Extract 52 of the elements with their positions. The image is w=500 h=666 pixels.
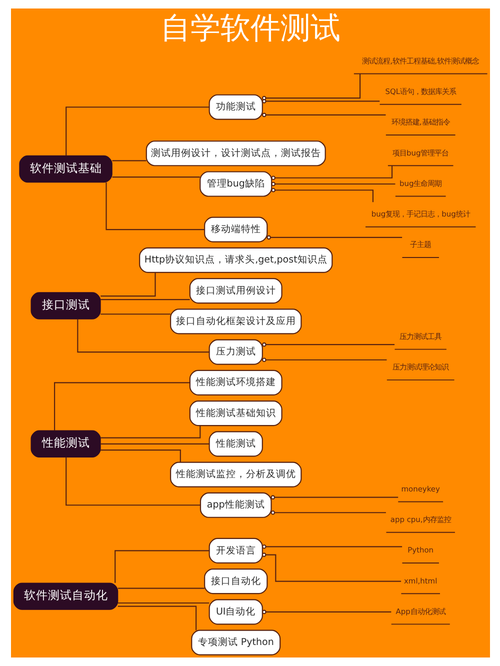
node-box: 接口测试用例设计 xyxy=(188,278,282,304)
node-box: 性能测试 xyxy=(208,431,262,457)
connector xyxy=(262,544,402,549)
connector xyxy=(270,182,395,186)
connector xyxy=(270,188,374,202)
node-box: 接口自动化框架设计及应用 xyxy=(170,308,302,334)
connector xyxy=(117,588,204,589)
connector xyxy=(262,99,380,104)
node-box: 软件测试基础 xyxy=(18,155,112,183)
connector xyxy=(270,495,398,500)
node-box: 功能测试 xyxy=(208,94,262,120)
connector xyxy=(266,235,402,240)
node-box: 性能测试环境搭建 xyxy=(188,370,282,396)
node-box: 移动端特性 xyxy=(204,216,268,242)
connector xyxy=(100,426,200,438)
connector xyxy=(117,602,209,604)
connector xyxy=(112,160,146,162)
connector xyxy=(100,272,156,297)
connector xyxy=(262,112,386,118)
connector xyxy=(100,449,180,462)
connector xyxy=(262,342,394,347)
node-box: 接口自动化 xyxy=(204,568,268,594)
node-box: Http协议知识点，请求头,get,post知识点 xyxy=(138,247,332,273)
node-box: UI自动化 xyxy=(208,599,262,625)
connector xyxy=(65,106,209,156)
connector xyxy=(54,382,190,431)
node-box: 开发语言 xyxy=(208,538,262,564)
node-box: 测试用例设计，设计测试点，测试报告 xyxy=(145,140,326,166)
diagram-title: 自学软件测试 xyxy=(160,10,340,46)
connector xyxy=(262,610,391,614)
node-box: 性能测试基础知识 xyxy=(188,400,282,426)
node-box: 管理bug缺陷 xyxy=(199,171,272,197)
connector xyxy=(262,358,386,362)
connector xyxy=(112,176,200,178)
connector xyxy=(100,299,190,300)
connector xyxy=(105,182,204,230)
connector xyxy=(76,319,209,353)
node-box: 专项测试 Python xyxy=(190,630,280,656)
connector xyxy=(100,443,209,444)
connector xyxy=(270,166,392,180)
connector xyxy=(270,510,386,515)
node-box: 性能测试 xyxy=(30,430,100,458)
connector xyxy=(117,606,196,630)
node-box: 压力测试 xyxy=(208,339,262,365)
node-box: app性能测试 xyxy=(199,492,272,518)
node-box: 软件测试自动化 xyxy=(12,582,118,610)
connector xyxy=(261,552,401,582)
connector xyxy=(114,550,209,583)
connector xyxy=(100,314,170,315)
node-box: 性能测试监控，分析及调优 xyxy=(170,462,302,488)
connector xyxy=(65,457,200,506)
node-box: 接口测试 xyxy=(30,292,100,320)
